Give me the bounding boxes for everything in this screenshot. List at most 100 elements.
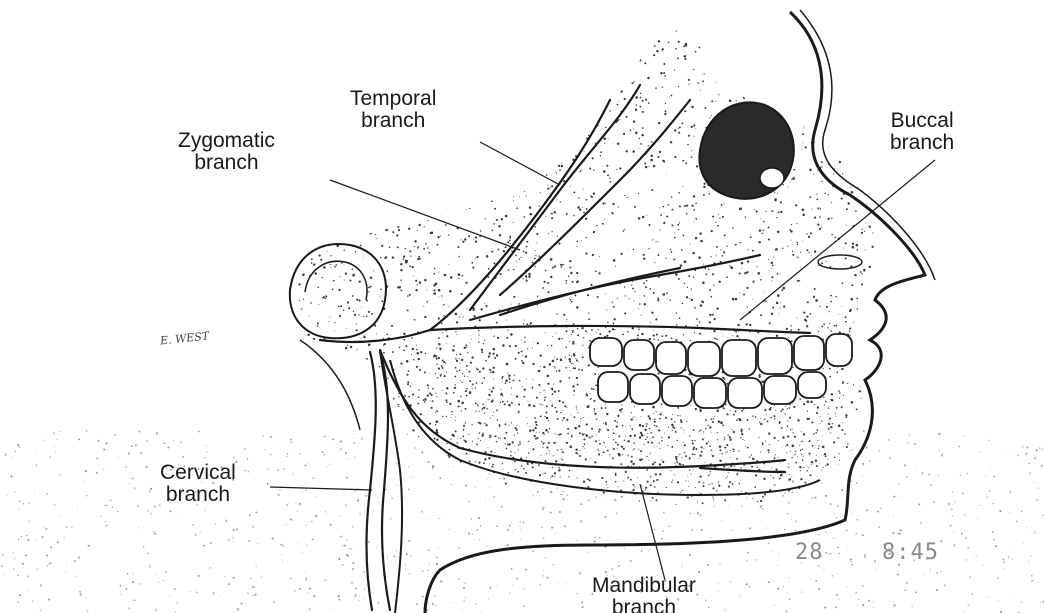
stipple-dot <box>794 436 796 438</box>
stipple-dot <box>528 452 530 454</box>
stipple-dot <box>585 458 587 460</box>
stipple-dot <box>446 372 447 373</box>
stipple-dot <box>759 374 761 376</box>
stipple-dot <box>659 463 661 465</box>
stipple-dot <box>627 454 629 456</box>
stipple-dot <box>456 354 457 355</box>
stipple-dot <box>674 232 675 233</box>
stipple-dot <box>557 418 559 420</box>
stipple-dot <box>692 377 693 378</box>
stipple-dot <box>471 424 472 425</box>
stipple-dot <box>733 465 735 467</box>
stipple-dot <box>526 246 528 248</box>
stipple-dot <box>483 343 484 344</box>
stipple-dot <box>605 422 607 424</box>
stipple-dot <box>719 449 721 451</box>
stipple-dot <box>708 191 709 192</box>
stipple-dot <box>625 295 626 296</box>
stipple-dot <box>422 435 423 436</box>
stipple-dot <box>841 198 843 200</box>
stipple-dot <box>573 363 574 364</box>
stipple-dot <box>641 134 643 136</box>
stipple-dot <box>828 407 829 408</box>
stipple-dot <box>851 401 854 404</box>
stipple-dot <box>548 233 549 234</box>
stipple-dot <box>352 268 354 270</box>
stipple-dot <box>615 434 616 435</box>
stipple-dot <box>534 417 536 419</box>
stipple-dot <box>363 336 365 338</box>
stipple-dot <box>671 196 673 198</box>
stipple-dot <box>788 187 789 188</box>
stipple-dot <box>532 379 533 380</box>
stipple-dot <box>713 500 714 501</box>
stipple-dot <box>449 403 451 405</box>
stipple-dot <box>526 196 527 197</box>
stipple-dot <box>657 156 659 158</box>
stipple-dot <box>622 333 624 335</box>
stipple-dot <box>624 286 625 287</box>
stipple-dot <box>283 545 284 546</box>
stipple-dot <box>603 170 606 173</box>
stipple-dot <box>556 313 557 314</box>
stipple-dot <box>768 259 769 260</box>
stipple-dot <box>651 189 653 191</box>
stipple-dot <box>488 399 489 400</box>
stipple-dot <box>696 165 698 167</box>
stipple-dot <box>154 506 156 508</box>
stipple-dot <box>261 576 262 577</box>
stipple-dot <box>757 272 760 275</box>
stipple-dot <box>806 470 808 472</box>
stipple-dot <box>750 236 752 238</box>
stipple-dot <box>753 415 754 416</box>
stipple-dot <box>478 330 480 332</box>
stipple-dot <box>463 347 465 349</box>
stipple-dot <box>642 111 644 113</box>
stipple-dot <box>617 142 619 144</box>
stipple-dot <box>574 427 576 429</box>
stipple-dot <box>818 331 819 332</box>
stipple-dot <box>466 395 468 397</box>
stipple-dot <box>400 289 402 291</box>
stipple-dot <box>998 600 999 601</box>
stipple-dot <box>511 422 512 423</box>
stipple-dot <box>465 408 467 410</box>
stipple-dot <box>523 216 525 218</box>
stipple-dot <box>540 584 541 585</box>
stipple-dot <box>425 243 427 245</box>
stipple-dot <box>814 288 816 290</box>
stipple-dot <box>784 529 785 530</box>
stipple-dot <box>57 541 59 543</box>
stipple-dot <box>765 441 766 442</box>
stipple-dot <box>597 449 598 450</box>
stipple-dot <box>415 280 417 282</box>
stipple-dot <box>768 543 769 544</box>
stipple-dot <box>345 504 346 505</box>
stipple-dot <box>1036 449 1038 451</box>
stipple-dot <box>709 117 710 118</box>
stipple-dot <box>261 578 262 579</box>
stipple-dot <box>453 392 455 394</box>
stipple-dot <box>825 455 827 457</box>
stipple-dot <box>633 300 634 301</box>
stipple-dot <box>156 574 157 575</box>
stipple-dot <box>942 453 943 454</box>
stipple-dot <box>514 374 515 375</box>
stipple-dot <box>627 331 629 333</box>
stipple-dot <box>318 304 319 305</box>
stipple-dot <box>684 444 686 446</box>
stipple-dot <box>406 553 408 555</box>
stipple-dot <box>642 100 644 102</box>
stipple-dot <box>1038 487 1039 488</box>
stipple-dot <box>145 466 147 468</box>
stipple-dot <box>454 376 456 378</box>
stipple-dot <box>233 529 235 531</box>
stipple-dot <box>823 368 824 369</box>
stipple-dot <box>498 249 500 251</box>
stipple-dot <box>653 339 654 340</box>
stipple-dot <box>465 597 466 598</box>
stipple-dot <box>705 107 707 109</box>
stipple-dot <box>455 367 457 369</box>
stipple-dot <box>787 425 789 427</box>
stipple-dot <box>671 482 672 483</box>
